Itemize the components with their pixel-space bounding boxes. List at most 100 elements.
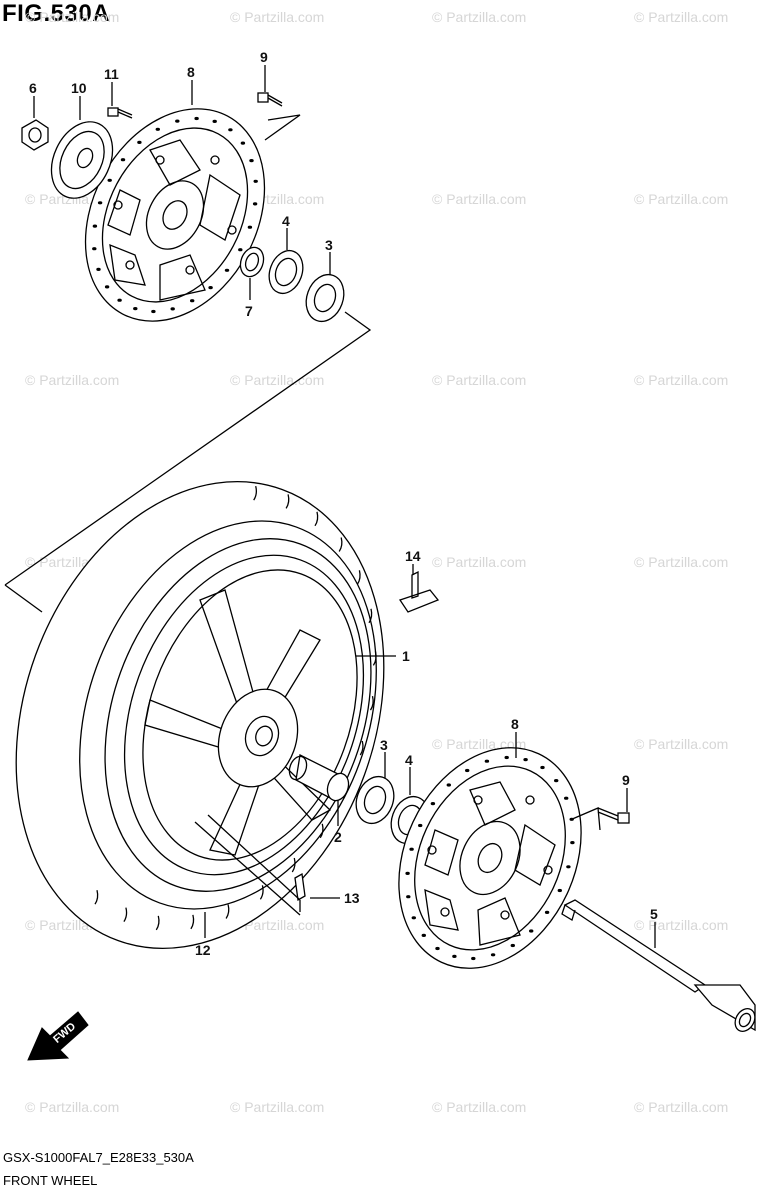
disc-hole <box>484 759 490 763</box>
tread-mark <box>319 823 324 839</box>
tread-mark <box>338 537 343 552</box>
watermark-text: © Partzilla.com <box>432 191 526 207</box>
disc-hole <box>557 888 562 893</box>
disc-hole <box>208 286 213 290</box>
part-label-12[interactable]: 12 <box>195 942 211 958</box>
model-code: GSX-S1000FAL7_E28E33_530A <box>3 1150 194 1165</box>
disc-hole <box>471 956 476 961</box>
tread-mark <box>356 570 361 585</box>
sensor-rotor[interactable] <box>40 112 125 208</box>
disc-hole <box>435 946 440 951</box>
watermark-text: © Partzilla.com <box>634 9 728 25</box>
disc-hole <box>430 802 436 806</box>
wheel-hub[interactable] <box>205 678 311 798</box>
disc-hole <box>92 224 98 228</box>
disc-hole <box>133 307 138 311</box>
disc-hole <box>411 916 416 920</box>
disc-hole <box>190 299 195 303</box>
oil-seal-upper[interactable] <box>263 246 308 298</box>
disc-hole <box>97 201 103 205</box>
disc-hole <box>240 141 246 145</box>
watermark-text: © Partzilla.com <box>432 372 526 388</box>
disc-hole <box>490 953 496 957</box>
part-label-8-upper[interactable]: 8 <box>187 64 195 80</box>
disc-hole <box>107 178 112 182</box>
bolt-9-lower[interactable] <box>597 807 630 824</box>
brake-disc-lower[interactable] <box>364 718 615 998</box>
watermark-text: © Partzilla.com <box>432 9 526 25</box>
bearing-lower[interactable] <box>350 771 400 828</box>
watermark-text: © Partzilla.com <box>634 1099 728 1115</box>
disc-hole <box>504 755 509 760</box>
tread-mark <box>123 907 128 922</box>
part-label-14[interactable]: 14 <box>405 548 421 564</box>
watermark-text: © Partzilla.com <box>432 554 526 570</box>
spacer-7[interactable] <box>237 244 268 280</box>
disc-hole <box>224 268 230 272</box>
watermark-text: © Partzilla.com <box>432 1099 526 1115</box>
tread-mark <box>190 914 195 930</box>
front-wheel-tire[interactable] <box>0 430 447 1001</box>
bolt-11[interactable] <box>107 107 133 119</box>
part-label-7[interactable]: 7 <box>245 303 253 319</box>
bolt-9-upper[interactable] <box>257 92 283 107</box>
part-label-9-upper[interactable]: 9 <box>260 49 268 65</box>
tread-mark <box>155 915 160 931</box>
watermark-text: © Partzilla.com <box>230 9 324 25</box>
tread-mark <box>253 485 258 501</box>
disc-hole <box>120 158 126 162</box>
part-label-9-lower[interactable]: 9 <box>622 772 630 788</box>
figure-name: FRONT WHEEL <box>3 1173 98 1188</box>
disc-hole <box>566 865 571 869</box>
part-label-4-upper[interactable]: 4 <box>282 213 290 229</box>
wheel-spokes <box>144 589 332 856</box>
air-valve[interactable] <box>294 872 306 912</box>
disc-hole <box>155 127 160 131</box>
disc-hole <box>228 128 233 132</box>
spacer-2[interactable] <box>286 754 352 804</box>
part-label-11[interactable]: 11 <box>104 66 119 82</box>
watermark-text: © Partzilla.com <box>634 917 728 933</box>
disc-hole <box>96 267 101 271</box>
disc-hole <box>523 758 528 762</box>
balancer-weight[interactable] <box>398 570 440 613</box>
part-label-1[interactable]: 1 <box>402 648 410 664</box>
figure-title: FIG.530A <box>2 0 111 27</box>
tread-mark <box>359 740 364 756</box>
disc-hole <box>564 796 569 800</box>
disc-hole <box>418 823 423 828</box>
part-label-3-upper[interactable]: 3 <box>325 237 333 253</box>
watermark-text: © Partzilla.com <box>634 372 728 388</box>
watermark-text: © Partzilla.com <box>634 736 728 752</box>
disc-hole <box>554 779 559 783</box>
part-label-3-lower[interactable]: 3 <box>380 737 388 753</box>
tread-mark <box>314 511 319 527</box>
part-label-13[interactable]: 13 <box>344 890 360 906</box>
disc-hole <box>170 307 175 311</box>
disc-hole <box>446 783 451 787</box>
part-label-8-lower[interactable]: 8 <box>511 716 519 732</box>
tread-mark <box>291 857 296 873</box>
watermark-text: © Partzilla.com <box>25 372 119 388</box>
part-label-2[interactable]: 2 <box>334 829 342 845</box>
tread-mark <box>225 904 230 919</box>
part-label-4-lower[interactable]: 4 <box>405 752 413 768</box>
fwd-arrow-icon: FWD <box>27 1011 89 1061</box>
bearing-upper[interactable] <box>300 269 350 326</box>
part-label-6[interactable]: 6 <box>29 80 37 96</box>
watermark-text: © Partzilla.com <box>634 554 728 570</box>
disc-hole <box>247 225 253 229</box>
part-label-10[interactable]: 10 <box>71 80 87 96</box>
disc-hole <box>238 248 243 252</box>
watermark-text: © Partzilla.com <box>25 1099 119 1115</box>
brake-disc-upper[interactable] <box>50 78 300 353</box>
tread-mark <box>369 695 374 711</box>
disc-hole <box>212 119 217 123</box>
disc-hole <box>406 895 411 899</box>
front-axle[interactable] <box>561 899 759 1035</box>
part-label-5[interactable]: 5 <box>650 906 658 922</box>
part-labels: 1 2 3 3 4 4 5 6 7 8 8 9 9 10 11 12 13 14 <box>29 49 658 958</box>
disc-hole <box>137 140 142 144</box>
axle-nut[interactable] <box>21 119 49 151</box>
